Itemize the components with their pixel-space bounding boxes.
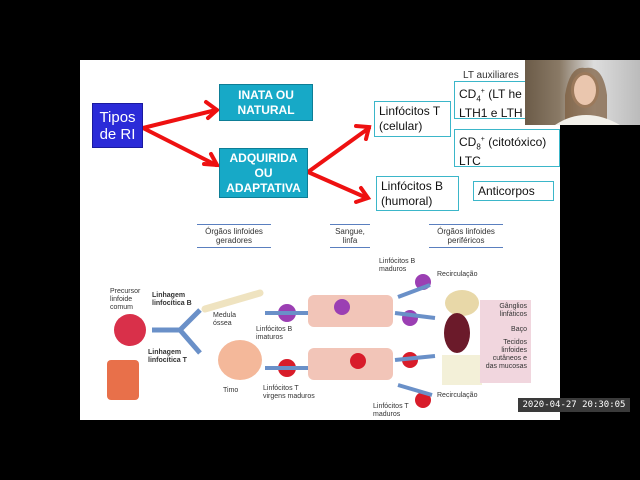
- cd4-line1: CD4+ (LT he: [459, 84, 555, 106]
- label-timo: Timo: [223, 387, 239, 394]
- tipos-ri-box: Tipos de RI: [92, 103, 143, 148]
- label-linhagem-t: Linhagem linfocítica T: [148, 349, 187, 364]
- cd4-line2: LTH1 e LTH: [459, 106, 523, 121]
- timestamp-overlay: 2020-04-27 20:30:05: [518, 398, 630, 412]
- bone: [201, 289, 264, 313]
- diagram-illustration: [107, 274, 531, 408]
- vessel-top: [308, 295, 393, 327]
- linf-t-sub: (celular): [379, 119, 423, 133]
- cd4-sup: +: [480, 88, 485, 95]
- arrow-to-linf-t: [306, 126, 371, 174]
- lineage-arrows: [152, 308, 202, 355]
- precursor-cell: [114, 314, 146, 346]
- anticorpos-box: Anticorpos: [473, 181, 554, 201]
- inata-box: INATA OU NATURAL: [219, 84, 313, 121]
- organ-labels-bg: [480, 300, 531, 383]
- adquirida-box: ADQUIRIDA OU ADAPTATIVA: [219, 148, 308, 198]
- cd8-line1: CD8+ (citotóxico): [459, 132, 555, 154]
- label-recirculacao-1: Recirculação: [437, 271, 478, 278]
- linf-b-sub: (humoral): [381, 194, 433, 208]
- bone-section: [107, 360, 139, 400]
- arrow-to-inata: [141, 108, 218, 130]
- thymus: [218, 340, 262, 380]
- lymph-node: [445, 290, 479, 316]
- webcam-video: [525, 60, 640, 125]
- label-t-maduros: Linfócitos T maduros: [373, 403, 409, 418]
- label-linhagem-b: Linhagem linfocítica B: [152, 292, 192, 307]
- mucosa-tissue: [442, 355, 482, 385]
- arrow-to-linf-b: [306, 170, 369, 200]
- label-b-maduros: Linfócitos B maduros: [379, 258, 416, 273]
- cd8-sup: +: [480, 136, 485, 143]
- cd4-rest: (LT he: [484, 87, 522, 101]
- cd4-sub: 4: [476, 94, 481, 104]
- cd8-sub: 8: [476, 142, 481, 152]
- cd4-cd: CD: [459, 87, 477, 101]
- cd8-line2: LTC: [459, 154, 481, 169]
- header-sangue: Sangue, linfa: [330, 224, 370, 248]
- label-b-imaturos: Linfócitos B imaturos: [256, 326, 293, 341]
- slide: Tipos de RI INATA OU NATURAL ADQUIRIDA O…: [80, 60, 560, 420]
- label-baco: Baço: [511, 326, 527, 333]
- label-ganglios: Gânglios linfáticos: [499, 303, 527, 318]
- arrows: [141, 100, 372, 204]
- label-t-virgens: Linfócitos T virgens maduros: [263, 385, 315, 400]
- vessel-bottom: [308, 348, 393, 380]
- lt-auxiliares-label: LT auxiliares: [463, 70, 519, 81]
- lymphocyte-diagram: Órgãos linfoides geradores Sangue, linfa…: [80, 215, 531, 420]
- cd8-box: CD8+ (citotóxico)LTC: [454, 129, 560, 169]
- linf-t-label: Linfócitos T: [379, 104, 441, 118]
- header-geradores: Órgãos linfoides geradores: [197, 224, 271, 248]
- linfocitos-b-box: Linfócitos B(humoral): [376, 176, 459, 211]
- label-tecidos: Tecidos linfoides cutâneos e das mucosas: [485, 339, 527, 370]
- linf-b-label: Linfócitos B: [381, 179, 444, 193]
- label-precursor: Precursor linfoide comum: [110, 288, 141, 311]
- header-perifericos: Órgãos linfoides periféricos: [429, 224, 503, 248]
- linfocitos-t-box: Linfócitos T(celular): [374, 101, 451, 137]
- label-medula: Medula óssea: [213, 312, 236, 327]
- cd8-rest: (citotóxico): [484, 135, 547, 149]
- presenter-image: [555, 67, 620, 125]
- spleen: [444, 313, 470, 353]
- cd8-cd: CD: [459, 135, 477, 149]
- label-recirculacao-2: Recirculação: [437, 392, 478, 399]
- arrow-to-adquirida: [141, 126, 218, 167]
